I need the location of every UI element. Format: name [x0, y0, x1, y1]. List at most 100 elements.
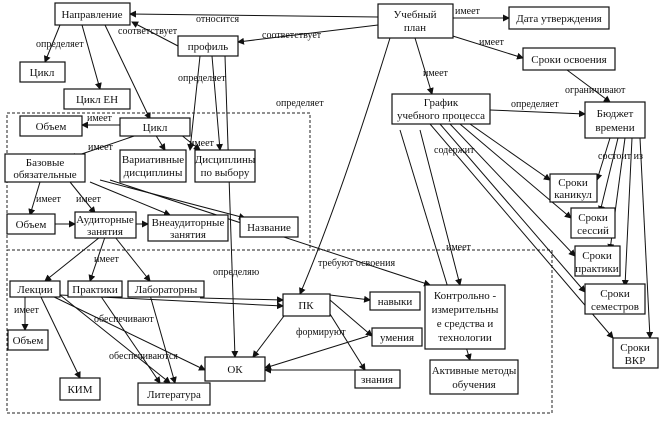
edge-label-opredelyayu: определяю [213, 267, 260, 278]
svg-text:план: план [404, 22, 426, 34]
svg-text:обучения: обучения [452, 379, 495, 391]
node-cikl: Цикл [119, 117, 191, 137]
svg-text:Сроки: Сроки [558, 177, 588, 189]
node-data-utverzhdeniya: Дата утверждения [508, 6, 610, 30]
svg-text:е средства и: е средства и [437, 318, 494, 330]
svg-text:Направление: Направление [61, 9, 122, 21]
svg-text:семестров: семестров [591, 301, 639, 313]
node-kontrol: Контрольно - измерительны е средства и т… [424, 284, 506, 350]
edge-label-obespechivayut: обеспечивают [94, 314, 154, 325]
node-profil: профиль [177, 35, 239, 57]
svg-text:Лабораторны: Лабораторны [135, 284, 198, 296]
svg-text:занятия: занятия [170, 229, 206, 241]
edge-label-ogranichivayut: ограничивают [565, 85, 626, 96]
svg-text:ПК: ПК [298, 300, 314, 312]
node-po-vyboru: Дисциплины по выбору [194, 149, 256, 183]
svg-text:времени: времени [595, 122, 634, 134]
svg-text:Сроки: Сроки [578, 212, 608, 224]
edge-label-sostoit-iz: состоит из [598, 151, 643, 162]
node-navyki: навыки [369, 291, 421, 311]
svg-text:технологии: технологии [438, 332, 492, 344]
node-obem-2: Объем [6, 213, 56, 235]
edge-label-imeet-aud: имеет [76, 194, 102, 205]
svg-text:Объем: Объем [13, 335, 44, 347]
svg-text:Дисциплины: Дисциплины [195, 154, 256, 166]
edge-label-opredelyaet-ok: определяет [276, 98, 324, 109]
svg-text:Сроки: Сроки [620, 342, 650, 354]
node-byudzhet: Бюджет времени [584, 101, 646, 139]
svg-text:ВКР: ВКР [625, 355, 646, 367]
svg-text:дисциплины: дисциплины [124, 167, 183, 179]
node-uchebnyy-plan: Учебный план [377, 3, 454, 39]
edge-label-imeet-lek: имеет [94, 254, 120, 265]
node-umeniya: умения [371, 327, 423, 347]
node-sroki-praktiki: Сроки практики [574, 245, 621, 277]
svg-text:профиль: профиль [188, 41, 228, 53]
edge-label-imeet-cikl: имеет [88, 142, 114, 153]
activities-group-frame [6, 249, 553, 414]
svg-text:Цикл: Цикл [30, 67, 55, 79]
svg-text:Учебный: Учебный [394, 9, 437, 21]
svg-text:Литература: Литература [147, 389, 201, 401]
node-cikl-en: Цикл ЕН [63, 88, 131, 110]
svg-text:Название: Название [247, 222, 291, 234]
node-pk: ПК [282, 293, 331, 317]
svg-text:навыки: навыки [378, 296, 413, 308]
svg-text:Объем: Объем [16, 219, 47, 231]
svg-text:Вариативные: Вариативные [122, 154, 184, 166]
svg-text:Цикл: Цикл [143, 122, 168, 134]
edge-label-imeet-obem2: имеет [36, 194, 62, 205]
edge-label-sootvetstvuet1: соответствует [118, 26, 178, 37]
node-sroki-vkr: Сроки ВКР [612, 337, 659, 369]
node-grafik: График учебного процесса [391, 93, 491, 125]
node-ok: ОК [204, 356, 266, 382]
edge-label-imeet-obem3: имеет [14, 305, 40, 316]
svg-text:Дата утверждения: Дата утверждения [516, 13, 601, 25]
svg-text:Цикл ЕН: Цикл ЕН [76, 94, 118, 106]
svg-text:Активные методы: Активные методы [432, 365, 517, 377]
svg-text:занятия: занятия [87, 226, 123, 238]
svg-text:измерительны: измерительны [432, 304, 499, 316]
edge-label-obespechivayutsya: обеспечиваются [109, 351, 178, 362]
edge-label-imeet-data: имеет [455, 6, 481, 17]
svg-text:Базовые: Базовые [26, 157, 65, 169]
svg-text:сессий: сессий [577, 225, 609, 237]
node-lekcii: Лекции [9, 280, 61, 298]
edge-label-formiruyut: формируют [296, 327, 346, 338]
node-variativnye: Вариативные дисциплины [119, 149, 187, 183]
node-literatura: Литература [137, 382, 211, 406]
node-vneauditornye: Внеаудиторные занятия [147, 214, 229, 242]
svg-text:КИМ: КИМ [67, 384, 92, 396]
svg-text:Контрольно -: Контрольно - [434, 290, 497, 302]
svg-text:знания: знания [361, 374, 393, 386]
node-obem-1: Объем [19, 115, 83, 137]
node-bazovye: Базовые обязательные [4, 153, 86, 183]
edge-label-imeet-kontrol: имеет [446, 242, 472, 253]
node-praktiki: Практики [67, 280, 123, 298]
svg-text:Лекции: Лекции [17, 284, 52, 296]
edge-label-imeet-var: имеет [189, 138, 215, 149]
edge-label-soderzhit: содержит [434, 145, 475, 156]
node-znaniya: знания [354, 369, 401, 389]
edge-label-opredelyaet-napr: определяет [36, 39, 84, 50]
svg-text:каникул: каникул [554, 189, 592, 201]
svg-text:Сроки освоения: Сроки освоения [531, 54, 606, 66]
node-sroki-osvoeniya: Сроки освоения [522, 47, 616, 71]
svg-text:умения: умения [380, 332, 414, 344]
svg-text:Аудиторные: Аудиторные [76, 214, 134, 226]
edge-label-imeet-grafik: имеет [423, 68, 449, 79]
edge-label-imeet-sroki: имеет [479, 37, 505, 48]
svg-text:Внеаудиторные: Внеаудиторные [152, 217, 225, 229]
svg-text:Сроки: Сроки [600, 288, 630, 300]
node-cikl-top: Цикл [19, 61, 66, 83]
svg-text:по выбору: по выбору [201, 167, 250, 179]
node-auditornye: Аудиторные занятия [74, 211, 137, 239]
svg-text:Практики: Практики [72, 284, 118, 296]
svg-text:ОК: ОК [227, 364, 243, 376]
svg-text:Объем: Объем [36, 121, 67, 133]
svg-text:учебного процесса: учебного процесса [397, 110, 485, 122]
node-sroki-sessiy: Сроки сессий [570, 207, 616, 239]
node-obem-3: Объем [7, 329, 49, 351]
svg-text:Сроки: Сроки [582, 250, 612, 262]
